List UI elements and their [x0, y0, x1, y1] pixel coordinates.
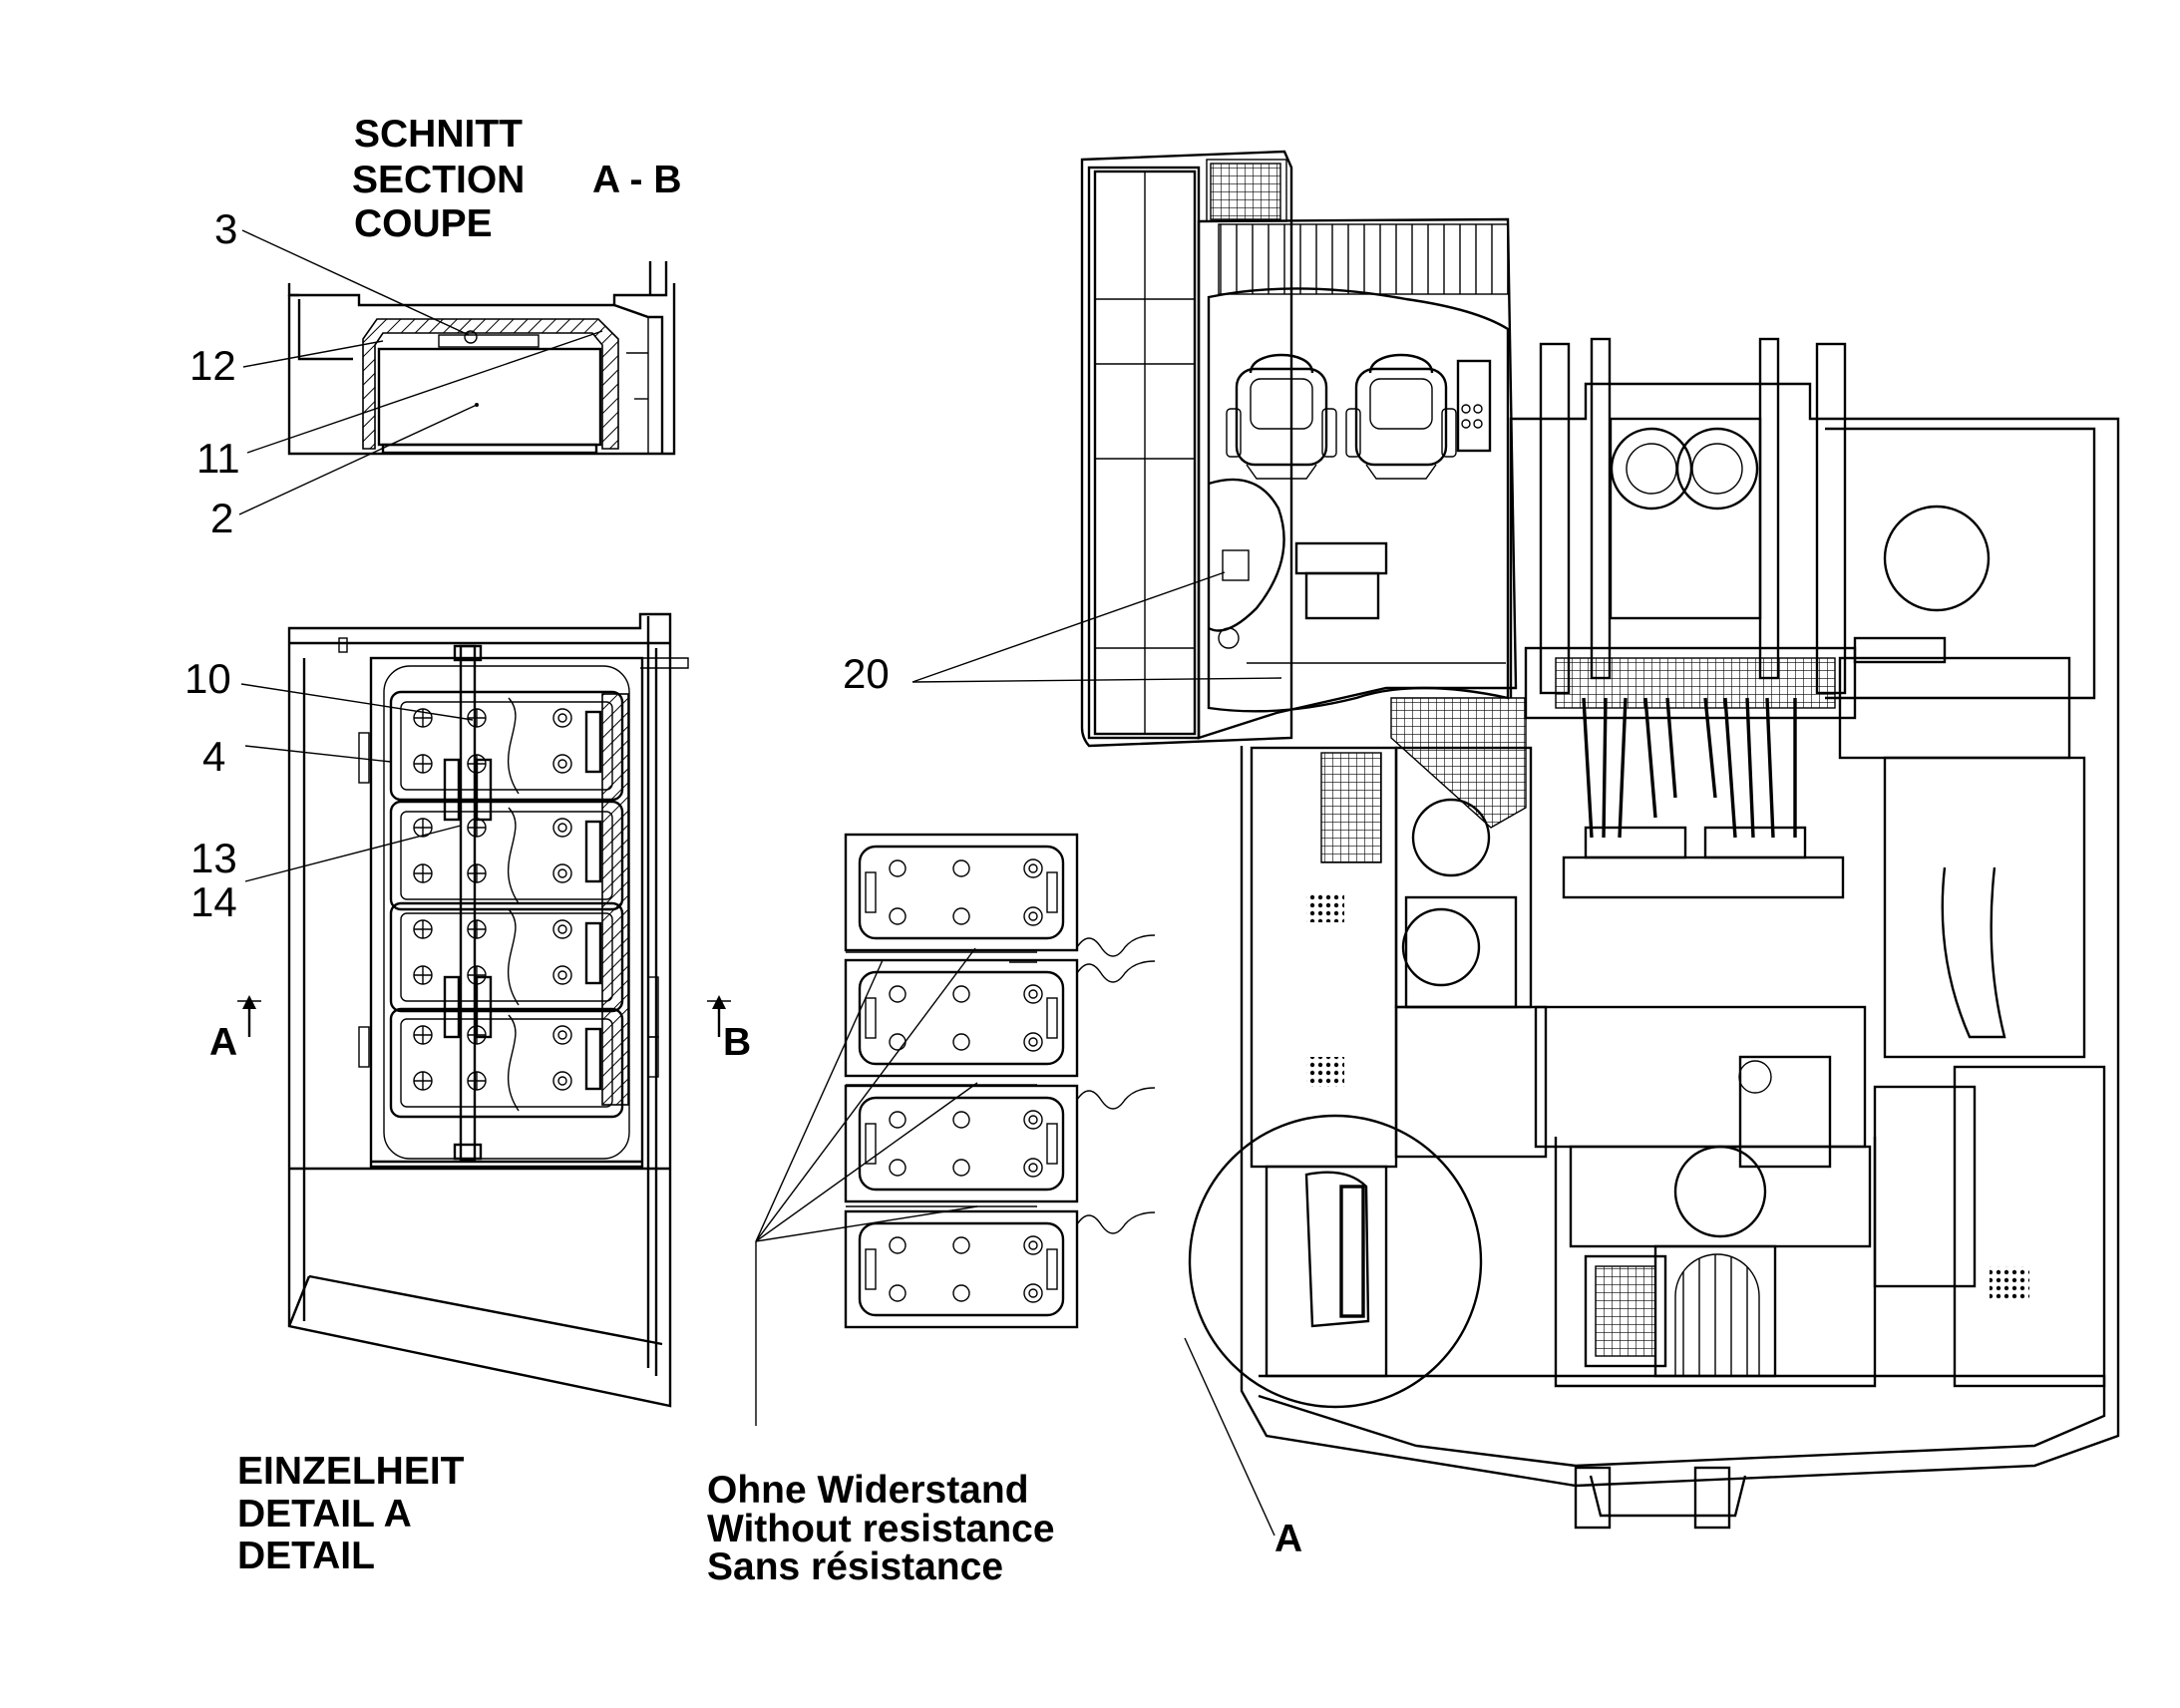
callout-10: 10: [184, 655, 231, 702]
callout-11: 11: [196, 435, 240, 482]
callout-20: 20: [843, 650, 890, 697]
without-resistance-view: Ohne Widerstand Without resistance Sans …: [707, 833, 1156, 1588]
section-id: A - B: [592, 159, 682, 201]
note-line-2: Without resistance: [707, 1508, 1055, 1550]
callout-14: 14: [190, 878, 237, 925]
note-line-1: Ohne Widerstand: [707, 1469, 1029, 1512]
detail-view-a: 10 4 13 14 A B EINZELHEIT DETAIL A DETAI…: [184, 612, 751, 1577]
section-view-ab: SCHNITT SECTION COUPE A - B 3 12 11 2: [189, 113, 682, 541]
detail-a-ref: A: [1274, 1518, 1302, 1560]
section-marker-left: A: [209, 1021, 237, 1064]
detail-title-line-1: EINZELHEIT: [237, 1450, 465, 1493]
callout-12: 12: [189, 342, 236, 389]
callout-3: 3: [214, 205, 237, 252]
machine-top-view: 20: [843, 150, 2120, 1560]
detail-title-line-2: DETAIL A: [237, 1493, 412, 1536]
section-marker-right: B: [723, 1021, 751, 1064]
section-title-line-2: SECTION: [352, 159, 525, 201]
callout-13: 13: [190, 835, 237, 881]
detail-title-line-3: DETAIL: [237, 1535, 375, 1577]
note-line-3: Sans résistance: [707, 1545, 1003, 1588]
callout-4: 4: [202, 733, 225, 780]
callout-2: 2: [210, 495, 233, 541]
section-title-line-3: COUPE: [354, 202, 493, 245]
section-title-line-1: SCHNITT: [354, 113, 523, 156]
